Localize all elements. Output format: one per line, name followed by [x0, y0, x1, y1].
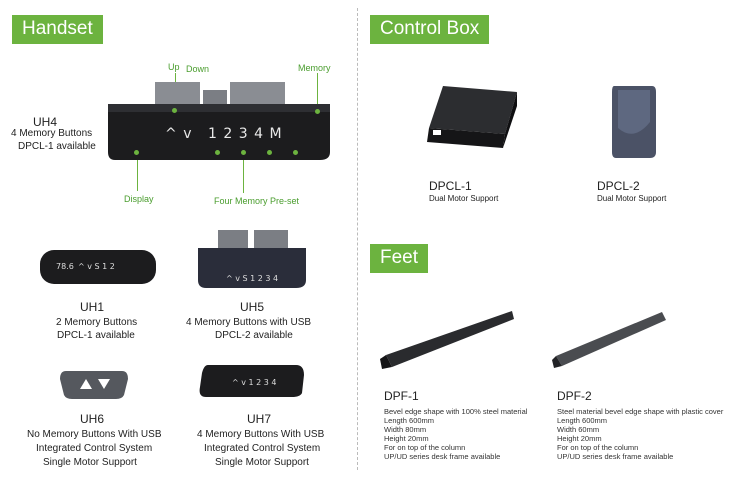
- section-divider: [357, 8, 358, 470]
- uh1-device: [40, 250, 156, 284]
- dpf1-spec: Bevel edge shape with 100% steel materia…: [384, 407, 528, 416]
- uh4-led: [315, 109, 320, 114]
- uh1-display: 78.6: [56, 262, 74, 271]
- uh4-callout-down: Down: [186, 64, 210, 74]
- dpf2-device: [552, 312, 666, 368]
- uh6-model: UH6: [80, 412, 105, 426]
- dpf1-spec: Height 20mm: [384, 434, 429, 443]
- uh4-device: [108, 82, 330, 160]
- uh6-line3: Single Motor Support: [43, 457, 137, 468]
- uh4-key-up[interactable]: ^: [165, 126, 179, 142]
- uh4-led: [215, 150, 220, 155]
- dpcl1-device: [427, 86, 517, 148]
- dpf1-spec: For on top of the column: [384, 443, 466, 452]
- dpf1-model: DPF-1: [384, 389, 419, 403]
- uh4-key-1[interactable]: 1: [207, 126, 219, 142]
- dpcl1-desc: Dual Motor Support: [429, 194, 499, 203]
- uh6-device: [60, 371, 128, 399]
- uh5-keys: ^ v S 1 2 3 4: [226, 274, 279, 283]
- uh4-key-memory[interactable]: M: [269, 126, 284, 142]
- uh5-device: [198, 230, 306, 288]
- dpf2-model: DPF-2: [557, 389, 592, 403]
- uh4-line-presets: [243, 153, 244, 193]
- dpf1-spec: UP/UD series desk frame available: [384, 452, 501, 461]
- uh1-keys: ^ v S 1 2: [78, 262, 115, 271]
- uh4-led: [241, 150, 246, 155]
- uh5-line1: 4 Memory Buttons with USB: [186, 317, 312, 328]
- uh4-line-memory: [317, 73, 318, 111]
- uh1-line2: DPCL-1 available: [57, 330, 135, 341]
- uh4-callout-up: Up: [168, 62, 180, 72]
- uh6-line1: No Memory Buttons With USB: [27, 429, 162, 440]
- dpcl2-device: [612, 86, 656, 158]
- dpf2-spec: Length 600mm: [557, 416, 608, 425]
- uh7-line2: Integrated Control System: [204, 443, 321, 454]
- dpf2-spec: For on top of the column: [557, 443, 639, 452]
- uh4-callout-memory: Memory: [298, 63, 331, 73]
- uh6-line2: Integrated Control System: [36, 443, 153, 454]
- uh1-line1: 2 Memory Buttons: [56, 317, 138, 328]
- uh4-key-2[interactable]: 2: [223, 126, 235, 142]
- uh4-led: [267, 150, 272, 155]
- dpf2-spec: Steel material bevel edge shape with pla…: [557, 407, 724, 416]
- uh4-line-display: [137, 153, 138, 191]
- uh7-line3: Single Motor Support: [215, 457, 309, 468]
- uh4-keypad: ^ v 1 2 3 4 M: [165, 125, 325, 143]
- section-badge-handset: Handset: [12, 15, 103, 44]
- dpf1-spec: Width 80mm: [384, 425, 427, 434]
- uh4-led: [134, 150, 139, 155]
- uh7-model: UH7: [247, 412, 272, 426]
- uh4-callout-display: Display: [124, 194, 154, 204]
- uh4-model: UH4: [33, 115, 58, 129]
- uh1-model: UH1: [80, 300, 105, 314]
- uh4-key-down[interactable]: v: [183, 126, 194, 142]
- dpf2-spec: Height 20mm: [557, 434, 602, 443]
- section-badge-feet: Feet: [370, 244, 429, 273]
- dpf1-device: [380, 311, 514, 369]
- uh5-line2: DPCL-2 available: [215, 330, 293, 341]
- dpf1-spec: Length 600mm: [384, 416, 435, 425]
- uh7-device: [199, 365, 304, 397]
- dpf2-spec: Width 60mm: [557, 425, 600, 434]
- uh4-line2: DPCL-1 available: [18, 141, 96, 152]
- uh5-model: UH5: [240, 300, 265, 314]
- uh4-key-3[interactable]: 3: [238, 126, 250, 142]
- uh4-led: [293, 150, 298, 155]
- uh4-key-4[interactable]: 4: [254, 126, 265, 142]
- uh7-keys: ^ v 1 2 3 4: [232, 378, 277, 387]
- uh4-led: [172, 108, 177, 113]
- dpf2-spec: UP/UD series desk frame available: [557, 452, 674, 461]
- uh4-line1: 4 Memory Buttons: [11, 128, 93, 139]
- section-badge-control-box: Control Box: [370, 15, 490, 44]
- dpcl2-model: DPCL-2: [597, 179, 640, 193]
- uh7-line1: 4 Memory Buttons With USB: [197, 429, 325, 440]
- dpcl2-desc: Dual Motor Support: [597, 194, 667, 203]
- uh4-callout-presets: Four Memory Pre-set: [214, 196, 300, 206]
- dpcl1-model: DPCL-1: [429, 179, 472, 193]
